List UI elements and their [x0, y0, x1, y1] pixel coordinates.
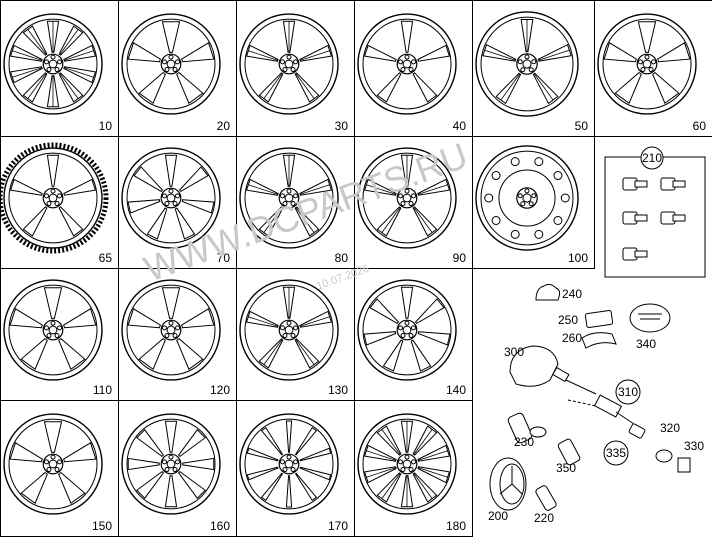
- ring-icon: [655, 449, 673, 463]
- wheel-label-90: 90: [453, 251, 467, 265]
- part-label-350: 350: [556, 461, 576, 475]
- wheel-50: 50: [475, 11, 589, 133]
- valve-cap-icon: [535, 283, 561, 301]
- wheel-label-160: 160: [210, 519, 230, 533]
- wheel-label-140: 140: [446, 383, 466, 397]
- wheel-label-130: 130: [328, 383, 348, 397]
- wheel-label-10: 10: [99, 119, 113, 133]
- grid-cell: [472, 136, 595, 269]
- valve-stem-icon: [507, 412, 547, 444]
- part-label-220: 220: [534, 511, 554, 525]
- wheel-90: 90: [357, 147, 467, 265]
- sensor-module-icon: [584, 310, 614, 328]
- wheel-drawings: 10 20 30 40 50 60 65 70 80 90 100 110 120 130 140 150 16…: [0, 11, 707, 533]
- part-label-310: 310: [618, 385, 638, 399]
- wheel-60: 60: [597, 13, 707, 133]
- label-sticker-icon: [629, 303, 671, 333]
- wheel-label-80: 80: [335, 251, 349, 265]
- long-bolt-icon: [557, 438, 581, 466]
- wheel-65: 65: [0, 142, 113, 265]
- wheel-label-20: 20: [217, 119, 231, 133]
- wheel-label-30: 30: [335, 119, 349, 133]
- wheel-label-50: 50: [575, 119, 589, 133]
- wheel-80: 80: [239, 147, 349, 265]
- bolt-icon: [660, 177, 686, 191]
- center-cap-icon: [489, 457, 527, 511]
- part-label-340: 340: [636, 337, 656, 351]
- wheel-40: 40: [357, 13, 467, 133]
- wheel-label-40: 40: [453, 119, 467, 133]
- bolt-icons: [622, 177, 686, 261]
- wheel-30: 30: [239, 13, 349, 133]
- wheel-label-120: 120: [210, 383, 230, 397]
- wheel-label-65: 65: [99, 251, 113, 265]
- wheel-label-180: 180: [446, 519, 466, 533]
- grid-cell: [354, 400, 473, 537]
- bolt-icon: [660, 211, 686, 225]
- wheel-170: 170: [239, 413, 348, 533]
- part-label-230: 230: [514, 435, 534, 449]
- nut-icon: [677, 457, 691, 473]
- part-label-335: 335: [606, 446, 626, 460]
- wheel-120: 120: [121, 279, 230, 397]
- part-label-260: 260: [562, 331, 582, 345]
- pad-icon: [581, 332, 617, 349]
- watermark-date: 10.07.2026: [315, 263, 371, 293]
- valve-icon: [567, 379, 641, 429]
- wheel-label-170: 170: [328, 519, 348, 533]
- wheel-130: 130: [239, 279, 348, 397]
- wheel-110: 110: [3, 279, 112, 397]
- accessory-parts: 240 250 260 340 300 310 230 320 330 335 …: [488, 283, 704, 525]
- small-cap-icon: [628, 423, 646, 439]
- bolt-icon: [622, 177, 648, 191]
- wheel-160: 160: [121, 413, 230, 533]
- wheel-label-110: 110: [93, 383, 112, 397]
- wheel-140: 140: [357, 279, 466, 397]
- part-label-240: 240: [562, 287, 582, 301]
- part-label-300: 300: [504, 345, 524, 359]
- bolt-icon: [622, 211, 648, 225]
- wheel-label-150: 150: [92, 519, 112, 533]
- part-label-250: 250: [558, 313, 578, 327]
- part-label-330: 330: [684, 439, 704, 453]
- wheel-10: 10: [3, 13, 113, 133]
- wheel-label-70: 70: [217, 251, 231, 265]
- part-label-200: 200: [488, 509, 508, 523]
- bolt-set-panel: 210: [604, 146, 706, 278]
- wheel-label-60: 60: [693, 119, 707, 133]
- grid-cell: [594, 0, 712, 137]
- tpms-sensor-icon: [509, 345, 597, 395]
- wheel-100: 100: [475, 145, 588, 265]
- bolt-set-label: 210: [642, 151, 662, 165]
- part-label-320: 320: [660, 421, 680, 435]
- wheel-150: 150: [3, 413, 112, 533]
- wheel-bolt-icon: [535, 485, 557, 511]
- wheel-label-100: 100: [568, 251, 588, 265]
- wheel-20: 20: [121, 13, 231, 133]
- bolt-icon: [622, 247, 648, 261]
- wheel-180: 180: [357, 413, 466, 533]
- wheel-70: 70: [121, 147, 231, 265]
